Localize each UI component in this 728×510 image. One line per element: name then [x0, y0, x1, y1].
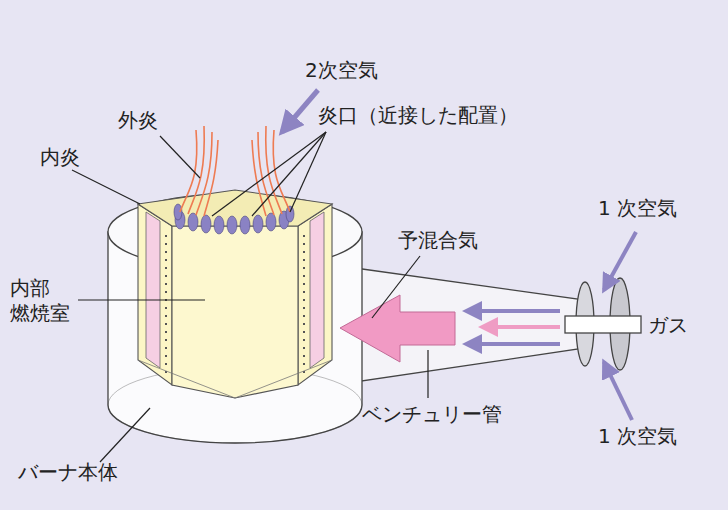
primary-air-arrow	[604, 362, 632, 420]
port-row	[165, 235, 167, 378]
callout-label: 外炎	[118, 108, 158, 133]
secondary-air-arrow	[282, 90, 318, 132]
primary-air-arrow	[604, 232, 636, 290]
air-arrow	[466, 342, 560, 346]
callout-label: 内部 燃焼室	[10, 276, 74, 326]
chamber-edge	[235, 360, 332, 398]
callout-label: 2次空気	[305, 58, 378, 83]
pink-panel	[146, 212, 160, 368]
chamber-edge	[138, 360, 235, 398]
callout-label: 1 次空気	[598, 424, 677, 449]
chamber-face	[298, 204, 332, 385]
callout-label: 炎口（近接した配置）	[318, 103, 518, 128]
chamber-face	[172, 226, 298, 398]
air-arrow	[466, 309, 560, 313]
gas-arrow	[482, 325, 560, 329]
pink-panel	[310, 212, 324, 368]
callout-label: 1 次空気	[598, 196, 677, 221]
chamber-face	[138, 204, 172, 385]
gas-pipe	[565, 316, 641, 333]
callout-label: ガス	[648, 313, 688, 338]
callout-label: バーナ本体	[18, 460, 118, 485]
premix-arrow	[340, 295, 455, 362]
callout-label: 予混合気	[398, 228, 478, 253]
callout-label: 内炎	[40, 145, 80, 170]
callout-label: ベンチュリー管	[362, 402, 502, 427]
port-row	[303, 235, 305, 378]
flame-ports	[174, 204, 294, 234]
